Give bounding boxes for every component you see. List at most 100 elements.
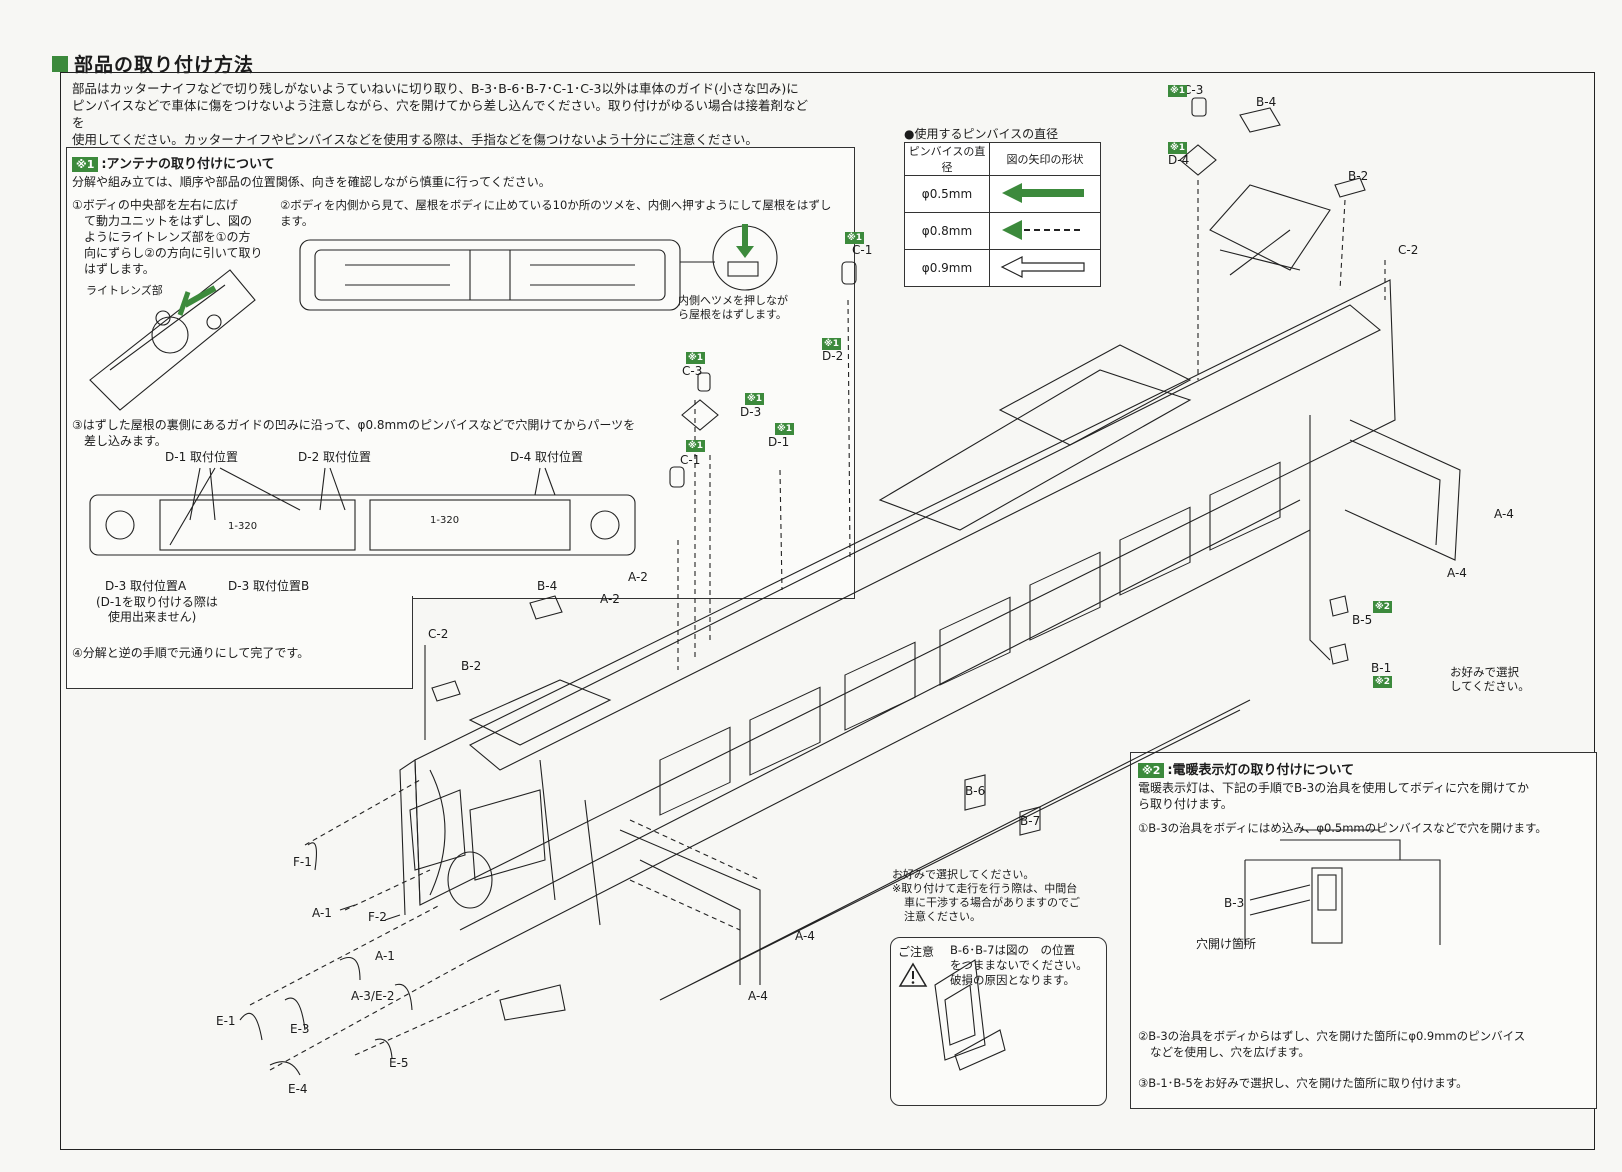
solid-arrow-icon [989,175,1101,213]
d3a-position-label: D-3 取付位置A [105,579,187,593]
step-line: などを使用し、穴を広げます。 [1150,1045,1310,1059]
caution-line: B-6･B-7は図の の位置 [950,943,1075,957]
drill-table-header: ピンバイスの直径 図の矢印の形状 [904,142,1101,176]
drill-row: φ0.9mm [904,249,1101,287]
drill-table: ピンバイスの直径 図の矢印の形状 φ0.5mm φ0.8mm φ0.9mm [904,142,1101,287]
callout-a4-r2: A-4 [1447,566,1467,580]
step-line: ②B-3の治具をボディからはずし、穴を開けた箇所にφ0.9mmのピンバイス [1138,1029,1526,1043]
callout-c2-right: C-2 [1398,243,1419,257]
lamp-step3: ③B-1･B-5をお好みで選択し、穴を開けた箇所に取り付けます。 [1138,1076,1468,1090]
callout-c2-front: C-2 [428,627,449,641]
note-line: 内側へツメを押しなが [678,294,788,307]
dashed-arrow-icon [989,212,1101,250]
drill-row: φ0.5mm [904,175,1101,213]
intro-line: ら取り付けます。 [1138,797,1233,811]
d4-position-label: D-4 取付位置 [510,450,584,464]
mark1-badge: ※1 [1168,142,1188,154]
d1-position-label: D-1 取付位置 [165,450,239,464]
panel-title-text: :電暖表示灯の取り付けについて [1167,763,1355,778]
mark2-badge: ※2 [1373,676,1393,688]
callout-a2-b: A-2 [600,592,620,606]
heading-marker [52,55,68,72]
callout-b2-front: B-2 [461,659,482,673]
intro-paragraph: 部品はカッターナイフなどで切り残しがないようていねいに切り取り、B-3･B-6･… [72,80,812,148]
note-line: お好みで選択 [1450,665,1519,679]
drill-size: φ0.8mm [904,212,990,250]
mark1-badge: ※1 [686,352,706,364]
antenna-step2: ②ボディを内側から見て、屋根をボディに止めている10か所のツメを、内側へ押すよう… [280,198,832,228]
antenna-step1: ①ボディの中央部を左右に広げ て動力ユニットをはずし、図の ようにライトレンズ部… [72,197,272,277]
callout-d1: D-1 [768,435,790,449]
callout-d2: D-2 [822,349,844,363]
intro-line: ピンバイスなどで車体に傷をつけないよう注意しながら、穴を開けてから差し込んでくだ… [72,98,809,130]
lamp-step1: ①B-3の治具をボディにはめ込み、φ0.5mmのピンバイスなどで穴を開けます。 [1138,821,1547,835]
note-line: ら屋根をはずします。 [678,308,787,321]
drill-size: φ0.9mm [904,249,990,287]
mark1-badge: ※1 [1168,85,1188,97]
antenna-step3: ③はずした屋根の裏側にあるガイドの凹みに沿って、φ0.8mmのピンバイスなどで穴… [72,417,672,449]
lamp-step2: ②B-3の治具をボディからはずし、穴を開けた箇所にφ0.9mmのピンバイス など… [1138,1028,1593,1060]
d3a-note: (D-1を取り付ける際は 使用出来ません) [96,595,218,625]
hole-label: 穴開け箇所 [1196,937,1257,951]
callout-a4-bottom: A-4 [748,989,768,1003]
caution-title: ご注意 [898,945,935,959]
note-line: ※取り付けて走行を行う際は、中間台 [892,882,1078,895]
note-line: 使用出来ません) [108,610,197,624]
note-line: 注意ください。 [904,910,981,923]
drill-size: φ0.5mm [904,175,990,213]
step-line: 向にずらし②の方向に引いて取り [84,246,263,260]
caution-line: 破損の原因となります。 [950,973,1076,987]
caution-text: B-6･B-7は図の の位置 をつままないでください。 破損の原因となります。 [950,943,1088,988]
header-arrow: 図の矢印の形状 [989,142,1101,176]
intro-line: 部品はカッターナイフなどで切り残しがないようていねいに切り取り、B-3･B-6･… [72,81,799,96]
header-size: ピンバイスの直径 [904,142,990,176]
panel-title-text: :アンテナの取り付けについて [101,157,275,172]
antenna-panel-title: ※1:アンテナの取り付けについて [72,153,275,172]
mark-badge: ※1 [72,157,99,172]
b1b5-choose-note: お好みで選択 してください。 [1450,665,1530,693]
step-line: はずします。 [84,262,155,276]
step-line: 差し込みます。 [84,434,167,448]
callout-c3-top: C-3 [1183,83,1204,97]
callout-e4: E-4 [288,1082,308,1096]
intro-line: 使用してください。カッターナイフやピンバイスなどを使用する際は、手指などを傷つけ… [72,132,758,147]
lamp-panel-title: ※2:電暖表示灯の取り付けについて [1138,759,1354,778]
antenna-step2-note: 内側へツメを押しなが ら屋根をはずします。 [678,294,788,322]
callout-e1: E-1 [216,1014,236,1028]
mark1-badge: ※1 [745,393,765,405]
mark1-badge: ※1 [775,423,795,435]
callout-d3: D-3 [740,405,762,419]
callout-a1-b: A-1 [375,949,395,963]
callout-c1-left: C-1 [680,453,701,467]
callout-a2-a: A-2 [628,570,648,584]
callout-c1-mid: C-1 [852,243,873,257]
b6b7-note: お好みで選択してください。 ※取り付けて走行を行う際は、中間台 車に干渉する場合… [892,868,1080,924]
step-line: て動力ユニットをはずし、図の [84,214,253,228]
d2-position-label: D-2 取付位置 [298,450,372,464]
callout-b5: B-5 [1352,613,1373,627]
callout-a4-front: A-4 [795,929,815,943]
lamp-intro: 電暖表示灯は、下記の手順でB-3の治具を使用してボディに穴を開けてか ら取り付け… [1138,780,1588,812]
note-line: してください。 [1450,679,1530,693]
roof-code-b: 1-320 [430,515,460,526]
callout-f1: F-1 [293,855,312,869]
warning-triangle-icon [898,962,928,987]
callout-b2-right: B-2 [1348,169,1369,183]
callout-b4-front: B-4 [537,579,558,593]
antenna-step4: ④分解と逆の手順で元通りにして完了です。 [72,646,310,660]
drill-table-title: ●使用するピンバイスの直径 [904,127,1059,141]
note-line: お好みで選択してください。 [892,868,1035,881]
callout-e5: E-5 [389,1056,409,1070]
callout-b6: B-6 [965,784,986,798]
mark2-badge: ※2 [1373,601,1393,613]
note-line: (D-1を取り付ける際は [96,595,218,609]
callout-d4: D-4 [1168,153,1190,167]
d3b-position-label: D-3 取付位置B [228,579,310,593]
mark1-badge: ※1 [686,440,706,452]
step-line: ③はずした屋根の裏側にあるガイドの凹みに沿って、φ0.8mmのピンバイスなどで穴… [72,418,636,432]
light-lens-label: ライトレンズ部 [86,284,163,297]
step-line: ようにライトレンズ部を①の方 [84,230,251,244]
callout-a3e2: A-3/E-2 [351,989,395,1003]
caution-line: をつままないでください。 [950,958,1088,972]
roof-code-a: 1-320 [228,521,258,532]
